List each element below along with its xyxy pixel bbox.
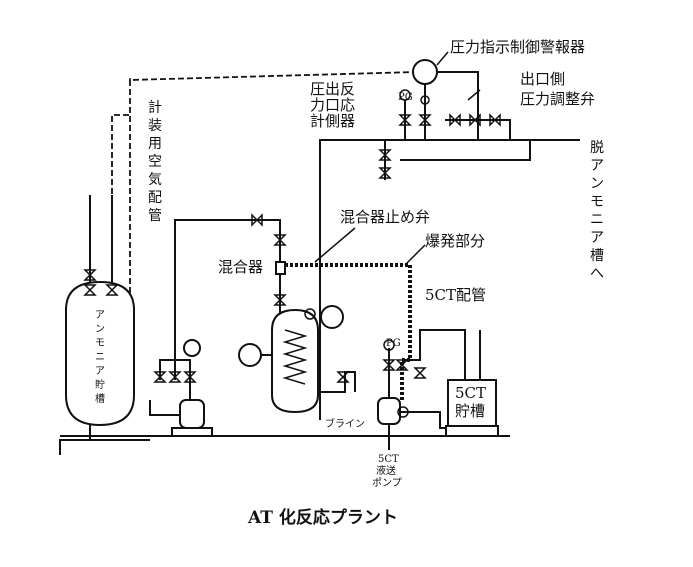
tank-valves: [83, 269, 119, 296]
svg-text:ア: ア: [590, 230, 604, 246]
svg-text:槽: 槽: [590, 248, 604, 264]
label-ammonia-tank: ア ン モ ニ ア 貯 槽: [95, 310, 105, 405]
label-gauge-line2: 力口応: [310, 96, 355, 114]
svg-text:へ: へ: [590, 266, 604, 282]
label-gauge-line1: 圧出反: [310, 80, 355, 98]
label-pg2: PG: [398, 92, 413, 103]
caption: AT 化反応プラント: [247, 507, 398, 528]
reactor: [238, 305, 356, 414]
ammonia-tank: [59, 195, 150, 455]
label-pressure-alarm: 圧力指示制御警報器: [450, 38, 585, 56]
label-outlet-line2: 圧力調整弁: [520, 90, 595, 108]
svg-text:装: 装: [148, 118, 162, 134]
mixer: [273, 261, 287, 315]
svg-text:用: 用: [148, 136, 162, 152]
svg-text:モ: モ: [95, 338, 105, 349]
label-explosion: 爆発部分: [425, 232, 485, 250]
svg-text:計: 計: [148, 100, 162, 116]
vent-line: [319, 139, 580, 420]
svg-text:ア: ア: [95, 310, 105, 321]
svg-text:配: 配: [148, 190, 162, 206]
svg-text:ン: ン: [95, 324, 105, 335]
svg-text:ア: ア: [590, 158, 604, 174]
label-mixer-valve: 混合器止め弁: [340, 208, 430, 226]
label-instrument-air: 計 装 用 空 気 配 管: [148, 100, 162, 224]
instrument-air-piping: [111, 71, 425, 410]
label-outlet-line1: 出口側: [520, 70, 565, 88]
label-gauge-line3: 計側器: [310, 112, 355, 130]
svg-text:貯: 貯: [95, 379, 105, 391]
label-mixer: 混合器: [218, 258, 263, 276]
svg-text:空: 空: [148, 154, 162, 170]
label-pg1: PG: [386, 338, 401, 349]
ct-pump: [377, 329, 466, 450]
leader-lines: [314, 51, 481, 266]
label-pump-line3: ポンプ: [372, 477, 402, 489]
label-5ct-tank-line1: 5CT: [455, 384, 486, 402]
svg-text:気: 気: [148, 172, 162, 188]
label-brine: ブライン: [325, 417, 365, 430]
label-pump-line1: 5CT: [378, 454, 399, 465]
label-pump-line2: 液送: [376, 464, 396, 477]
ammonia-pump: [149, 219, 250, 437]
svg-text:ン: ン: [590, 176, 604, 192]
svg-text:ニ: ニ: [95, 352, 105, 363]
pressure-instruments: [398, 59, 511, 140]
svg-text:ア: ア: [95, 366, 105, 377]
label-to-tank: 脱 ア ン モ ニ ア 槽 へ: [590, 140, 604, 282]
ct-tank: [445, 330, 499, 437]
svg-text:ニ: ニ: [590, 212, 604, 228]
mixer-feed-line: [250, 213, 287, 262]
label-5ct-pipe: 5CT配管: [425, 286, 486, 304]
svg-text:モ: モ: [590, 194, 604, 210]
label-5ct-tank-line2: 貯槽: [455, 402, 485, 420]
pump-valves: [153, 371, 197, 383]
svg-text:槽: 槽: [95, 392, 105, 405]
svg-text:管: 管: [148, 208, 162, 224]
svg-text:脱: 脱: [590, 140, 604, 156]
